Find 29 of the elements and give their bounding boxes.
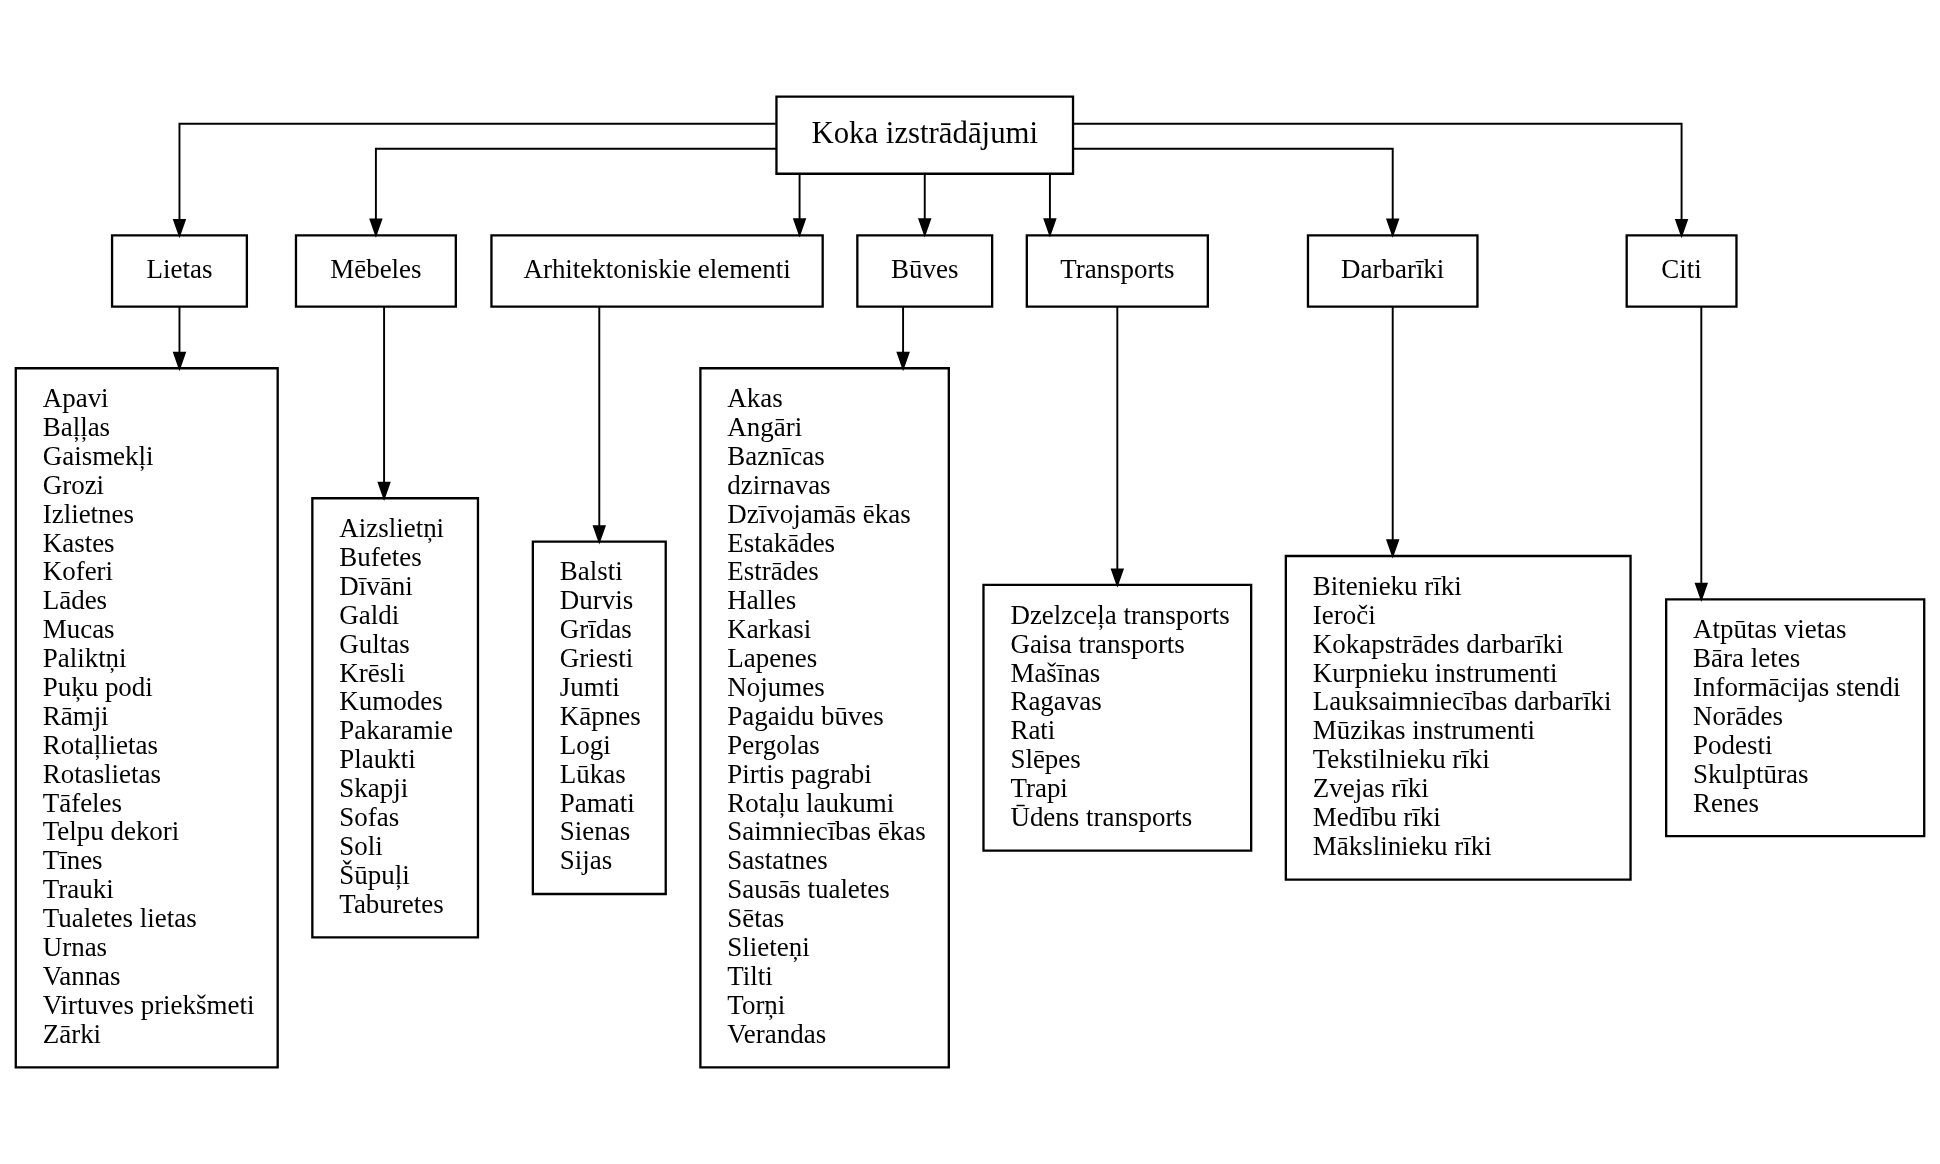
node-box: Balsti Durvis Grīdas Griesti Jumti Kāpnes Logi Lūkas Pamati Sienas Sijas xyxy=(531,540,667,896)
arrow xyxy=(1072,122,1689,239)
arrow xyxy=(896,305,910,372)
arrow xyxy=(369,147,778,238)
node-box: Koka izstrādājumi xyxy=(775,95,1075,175)
arrow xyxy=(918,172,932,238)
arrow xyxy=(1694,305,1709,603)
arrow xyxy=(1072,147,1400,238)
node-box: Dzelzceļa transports Gaisa transports Mašīnas Ragavas Rati Slēpes Trapi Ūdens transports xyxy=(982,583,1253,852)
node-box: Arhitektoniskie elementi xyxy=(490,234,824,308)
node-box: Darbarīki xyxy=(1306,234,1479,308)
node-box: Akas Angāri Baznīcas dzirnavas Dzīvojamās ēkas Estakādes Estrādes Halles Karkasi Lapenes Nojumes Pagaidu būves Pergolas Pirtis pagrabi Rotaļu laukumi Saimniecības ēkas Sastatnes Sausās tualetes Sētas Slieteņi Tilti Torņi Verandas xyxy=(699,367,950,1069)
arrow xyxy=(172,122,777,239)
node-box: Citi xyxy=(1625,234,1738,308)
node-box: Bitenieku rīki Ieroči Kokapstrādes darbarīki Kurpnieku instrumenti Lauksaimniecības darbarīki Mūzikas instrumenti Tekstilnieku rīki Zvejas rīki Medību rīki Mākslinieku rīki xyxy=(1284,554,1632,881)
node-box: Lietas xyxy=(110,234,249,308)
arrow xyxy=(592,305,607,545)
node-box: Transports xyxy=(1025,234,1209,308)
node-box: Būves xyxy=(856,234,994,308)
arrow xyxy=(1110,305,1125,588)
arrow xyxy=(172,305,187,372)
arrow xyxy=(377,305,391,501)
arrow xyxy=(792,172,807,238)
node-box: Mēbeles xyxy=(294,234,457,308)
node-box: Aizslietņi Bufetes Dīvāni Galdi Gultas Krēsli Kumodes Pakaramie Plaukti Skapji Sofas Soli Šūpuļi Taburetes xyxy=(311,497,480,939)
node-box: Atpūtas vietas Bāra letes Informācijas stendi Norādes Podesti Skulptūras Renes xyxy=(1665,598,1926,838)
node-box: Apavi Baļļas Gaismekļi Grozi Izlietnes Kastes Koferi Lādes Mucas Paliktņi Puķu podi Rāmji Rotaļlietas Rotaslietas Tāfeles Telpu dekori Tīnes Trauki Tualetes lietas Urnas Vannas Virtuves priekšmeti Zārki xyxy=(14,367,279,1069)
arrow xyxy=(1385,305,1400,559)
arrow xyxy=(1043,172,1057,238)
